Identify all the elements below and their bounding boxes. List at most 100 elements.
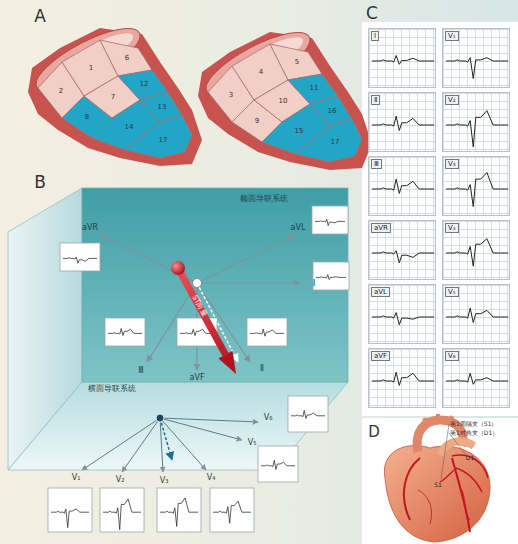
ecg-thumbnail — [258, 446, 298, 482]
heart-segment-model — [208, 44, 362, 162]
ecg-thumbnail — [51, 509, 89, 528]
plane-title: 额面导联系统 — [240, 195, 288, 203]
ecg-thumbnail — [312, 206, 348, 234]
lead-name: Ⅱ — [371, 95, 380, 105]
coronary-heart — [384, 446, 490, 542]
ecg-thumbnail — [60, 243, 100, 271]
ecg-thumbnail — [160, 498, 198, 527]
ecg-thumbnail — [316, 275, 346, 280]
ecg-thumbnail — [213, 501, 251, 523]
lead-name: V₂ — [116, 476, 125, 484]
ecg-thumbnail — [288, 396, 328, 432]
panel-letter: A — [34, 8, 46, 25]
heart-segment-model — [38, 40, 192, 158]
st-vector — [178, 268, 226, 355]
segment-number: 16 — [328, 108, 337, 115]
ecg-trace — [446, 373, 508, 384]
segment-number: 13 — [158, 104, 167, 111]
segment-number: 10 — [279, 98, 288, 105]
segment-number: 17 — [159, 137, 168, 144]
ecg-thumbnail — [48, 488, 92, 532]
coronary-heart — [404, 458, 420, 520]
leader-line — [449, 433, 466, 455]
heart-segment-model — [295, 119, 362, 162]
st-vector — [219, 351, 237, 374]
projection-arrow — [197, 283, 238, 362]
panel-letter: C — [366, 5, 378, 22]
ecg-thumbnail — [250, 329, 284, 336]
lead-panel: aVL — [368, 284, 436, 344]
heart-segment-model — [198, 32, 372, 170]
coronary-heart — [424, 414, 452, 424]
lead-name: Ⅱ — [260, 365, 264, 373]
ecg-trace — [446, 58, 508, 79]
ecg-trace — [369, 29, 437, 89]
ecg-thumbnail — [48, 488, 92, 532]
lead-name: V₆ — [445, 351, 459, 361]
ecg-thumbnail — [108, 329, 142, 336]
coronary-heart — [456, 468, 482, 492]
panel-letter: B — [34, 174, 46, 191]
lead-name: V₆ — [264, 414, 273, 422]
lead-name: aVL — [291, 224, 306, 232]
lead-name: Ⅰ — [371, 31, 379, 41]
ecg-thumbnail — [312, 206, 348, 234]
horizontal-lead-axis — [82, 418, 160, 470]
ecg-thumbnail — [288, 396, 328, 432]
lead-name: V₄ — [207, 474, 216, 482]
lead-name: Ⅲ — [138, 367, 144, 375]
ecg-thumbnail — [210, 488, 254, 532]
horizontal-lead-axis — [160, 418, 206, 470]
lead-system-cube — [82, 188, 348, 382]
lead-panel: V₃ — [442, 156, 510, 216]
ecg-thumbnail — [63, 257, 97, 263]
coronary-heart — [452, 455, 488, 478]
horizontal-lead-axis — [82, 418, 258, 472]
ecg-thumbnail — [261, 460, 295, 469]
ecg-trace — [372, 372, 434, 385]
ecg-thumbnail — [100, 488, 144, 532]
frontal-center — [193, 279, 202, 288]
ecg-thumbnail — [105, 318, 145, 346]
lead-panel: aVR — [368, 220, 436, 280]
lead-panel: V₄ — [442, 220, 510, 280]
heart-segment-model — [28, 17, 202, 166]
lead-name: aVL — [371, 287, 390, 297]
lead-panel: Ⅱ — [368, 92, 436, 152]
heart-segment-model — [198, 21, 372, 170]
heart-segment-model — [28, 28, 202, 166]
segment-number: 6 — [125, 55, 129, 62]
lead-name: V₁ — [72, 474, 81, 482]
ecg-thumbnail — [60, 243, 100, 271]
lead-name: aVR — [371, 223, 391, 233]
st-vector — [171, 261, 236, 374]
lead-panel: V₆ — [442, 348, 510, 408]
segment-number: 14 — [125, 124, 134, 131]
ecg-thumbnail — [247, 318, 287, 346]
lead-panel: Ⅲ — [368, 156, 436, 216]
horizontal-projection-arrow — [160, 418, 172, 460]
segment-number: 8 — [85, 114, 89, 121]
panel-background — [362, 22, 518, 416]
lead-name: V₃ — [160, 477, 169, 485]
segment-number: 5 — [295, 59, 299, 66]
lead-name: V₅ — [248, 439, 257, 447]
ecg-thumbnail — [315, 219, 345, 225]
ecg-thumbnail — [291, 410, 325, 418]
heart-segment-model — [270, 44, 322, 80]
lead-panel: Ⅰ — [368, 28, 436, 88]
ecg-trace — [372, 116, 434, 130]
segment-number: 11 — [310, 85, 319, 92]
heart-segment-model — [125, 115, 192, 158]
st-vector — [171, 261, 185, 275]
lead-name: aVR — [82, 224, 98, 232]
segment-number: 9 — [255, 118, 259, 125]
ecg-thumbnail — [48, 206, 349, 532]
ecg-thumbnail — [313, 262, 349, 290]
panel-background — [362, 418, 518, 544]
branch-label: 第1间隔支（S1） — [450, 421, 497, 427]
lead-panel: aVF — [368, 348, 436, 408]
coronary-heart — [452, 458, 470, 532]
